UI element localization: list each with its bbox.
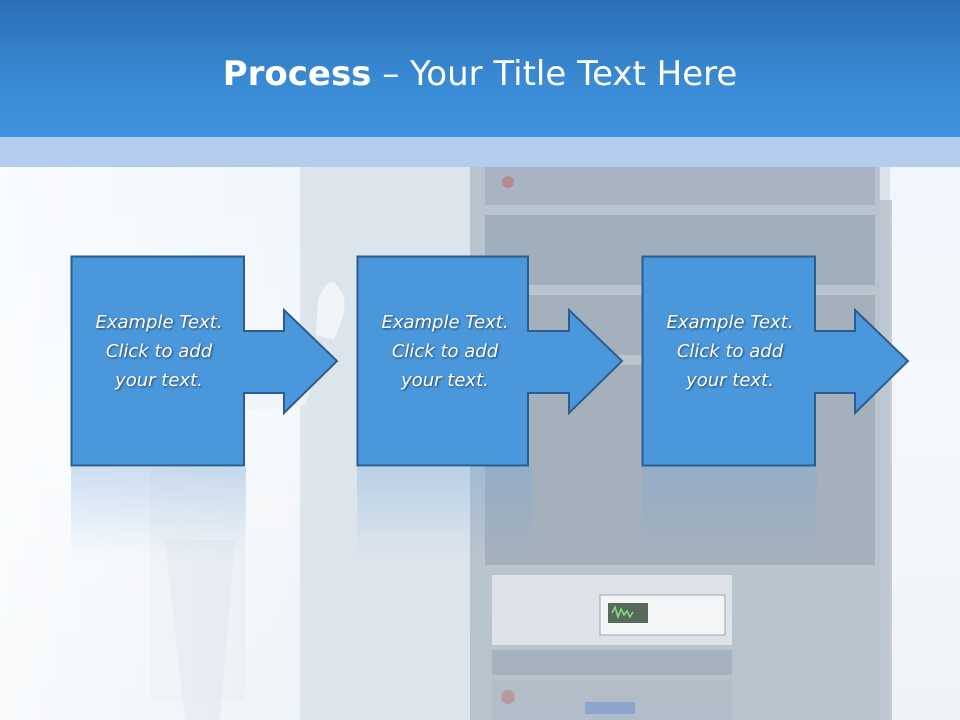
step-reflection <box>642 467 817 557</box>
arrow-box-shape <box>641 255 910 467</box>
title-bar <box>0 0 960 137</box>
step-text[interactable]: Example Text. Click to add your text. <box>95 312 223 391</box>
arrow-box-shape <box>70 255 339 467</box>
process-step-2[interactable]: Example Text. Click to add your text. <box>356 255 624 467</box>
step-reflection <box>357 467 532 557</box>
title-accent-strip <box>0 137 960 167</box>
process-step-1[interactable]: Example Text. Click to add your text. <box>70 255 339 467</box>
step-text[interactable]: Example Text. Click to add your text. <box>666 312 794 391</box>
title-bold-text: Process <box>222 54 372 94</box>
step-reflection <box>71 467 246 557</box>
arrow-box-shape <box>356 255 624 467</box>
step-text[interactable]: Example Text. Click to add your text. <box>381 312 509 391</box>
slide-title[interactable]: Process – Your Title Text Here <box>0 54 960 94</box>
title-rest-text: – Your Title Text Here <box>371 54 738 94</box>
process-step-3[interactable]: Example Text. Click to add your text. <box>641 255 910 467</box>
